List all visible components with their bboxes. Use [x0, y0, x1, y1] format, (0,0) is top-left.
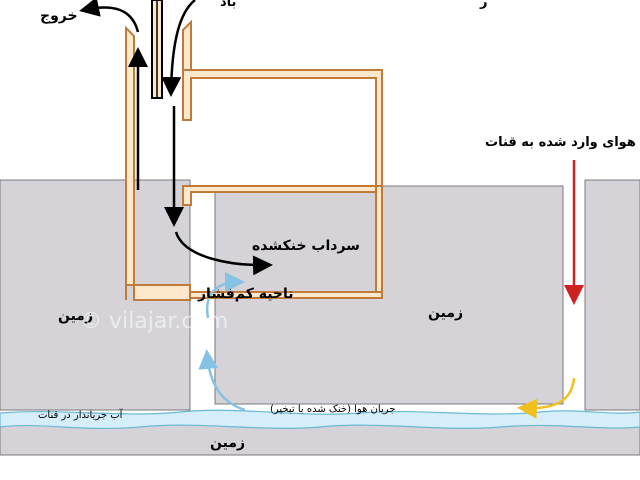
exit-arrow — [79, 0, 140, 33]
basement-flow-arrow — [174, 231, 273, 276]
label-air-flow: جریان هوا (خنک شده با تبخیر) — [270, 404, 395, 415]
label-incoming-air: هوای وارد شده به قنات — [485, 135, 636, 150]
ground-block-right — [584, 179, 640, 411]
label-ground-left: زمین — [58, 308, 93, 324]
label-top-partial: ر — [479, 0, 487, 10]
ground-block-bottom — [0, 424, 640, 456]
basement-right-wall — [375, 185, 383, 297]
label-ground-bottom: زمین — [210, 435, 245, 451]
wind-in-arrow — [161, 0, 196, 97]
shaft-right-wall-top — [182, 19, 192, 71]
watermark: © vilajar.com — [80, 309, 228, 334]
cool-air-arrow-top — [205, 272, 245, 319]
warm-air-arrow — [517, 377, 576, 419]
basement-floor — [189, 291, 383, 299]
label-flowing-water: آب جریاندار در قنات — [38, 408, 124, 421]
label-exit: خروج — [40, 8, 78, 24]
label-cooled-basement: سرداب خنکشده — [252, 238, 360, 254]
label-low-pressure-zone: ناحیه کم‌فشار — [197, 286, 294, 302]
cool-air-arrow-bottom — [198, 349, 246, 412]
basement-top-wall — [182, 69, 383, 191]
water-channel — [0, 409, 640, 430]
label-wind-partial: باد — [220, 0, 236, 10]
label-ground-middle: زمین — [428, 305, 463, 321]
